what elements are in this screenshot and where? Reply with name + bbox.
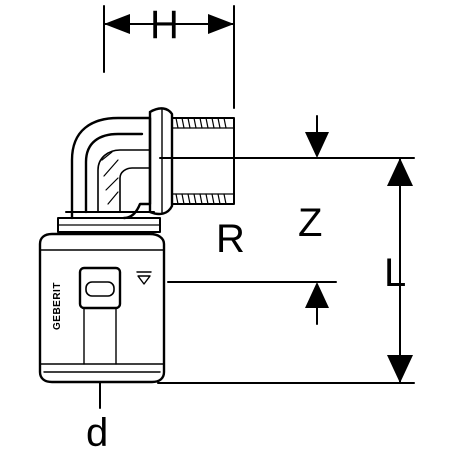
dimension-z [305,115,329,325]
elbow-body [70,107,174,220]
elbow-inner-contour [84,132,144,214]
thread-body [171,117,235,205]
insertion-mark-icon [137,275,151,285]
elbow-waterway-inner [119,167,151,213]
collar-ring [57,217,161,233]
elbow-waterway-outer [97,149,151,213]
l-arrow-bottom [387,355,413,383]
label-z: Z [298,201,322,245]
h-arrow-right [208,14,234,34]
label-r: R [216,217,245,261]
socket-body [38,232,166,384]
brand-lettering: GEBERIT [52,282,63,330]
label-l: L [384,251,406,295]
male-thread [171,117,235,205]
elbow-hex-flange [148,107,174,216]
collar [57,211,161,233]
label-h: H [150,3,179,47]
h-arrow-left [104,14,130,34]
release-window [78,266,122,310]
label-d: d [86,411,108,450]
elbow-hatch [101,151,119,205]
thread-teeth-bottom [175,193,227,205]
thread-teeth-top [175,117,227,129]
release-slot [85,281,115,297]
z-arrow-top [305,132,329,158]
dimension-h [103,5,235,109]
elbow-outer-contour [70,116,152,220]
dimension-l [387,157,413,384]
l-arrow-top [387,158,413,186]
push-fit-socket [38,232,166,384]
z-arrow-bottom [305,282,329,308]
